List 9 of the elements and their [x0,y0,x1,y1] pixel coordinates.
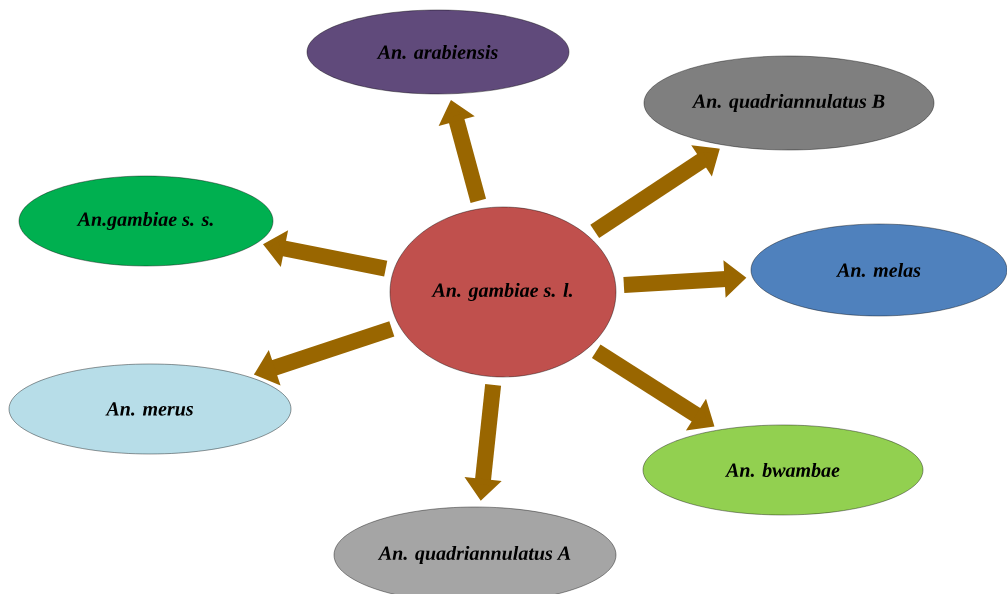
block-arrow [590,145,720,239]
ellipse-node: An. gambiae s. l. [389,206,617,378]
ellipse-node: An. melas [750,223,1007,317]
ellipse-node: An. bwambae [642,424,924,516]
ellipse-node: An. arabiensis [306,9,570,95]
ellipse-node: An. quadriannulatus B [643,55,935,151]
ellipse-node: An. merus [8,363,292,455]
ellipse-node: An.gambiae s. s. [18,175,274,267]
ellipse-node: An. quadriannulatus A [333,506,617,594]
